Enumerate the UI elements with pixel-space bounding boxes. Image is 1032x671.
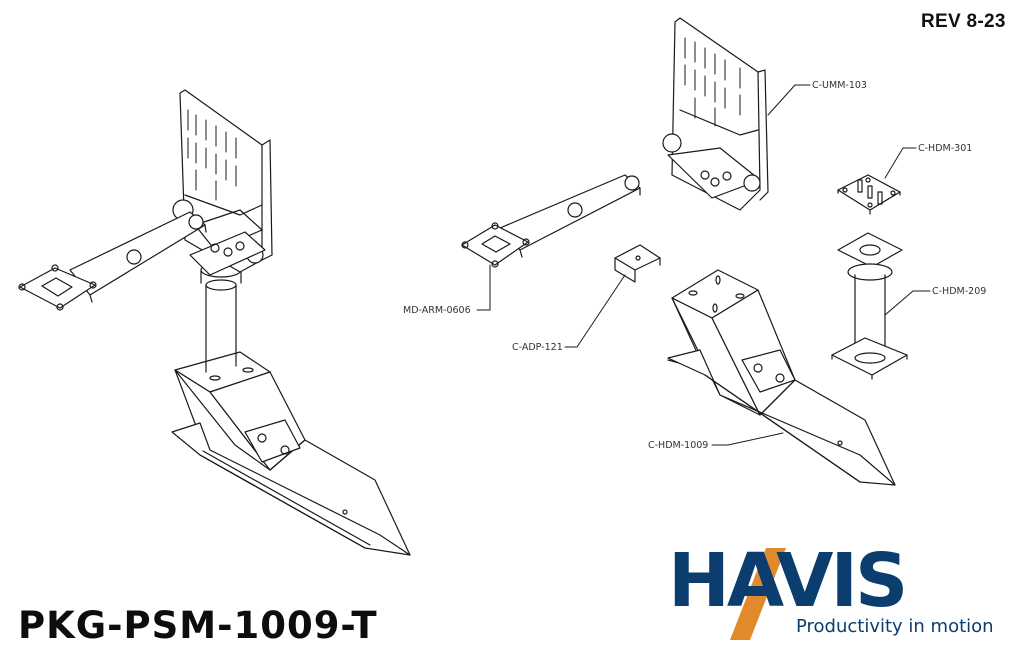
havis-logo: HAVIS Productivity in motion [668,544,998,643]
exploded-parts [462,18,930,485]
assembled-mount [19,90,410,555]
part-md-arm-0606 [462,175,640,267]
part-c-umm-103 [663,18,768,210]
revision-label: REV 8-23 [921,11,1006,32]
part-c-adp-121 [615,245,660,282]
assembled-base [172,352,410,555]
callout-c-hdm-301: C-HDM-301 [918,143,973,154]
callout-c-hdm-1009: C-HDM-1009 [648,440,709,451]
part-c-hdm-209 [832,233,907,379]
part-c-hdm-1009 [668,270,895,485]
callout-c-adp-121: C-ADP-121 [512,342,563,353]
logo-tagline: Productivity in motion [796,616,994,637]
part-c-hdm-301 [838,175,900,214]
callout-c-umm-103: C-UMM-103 [812,80,867,91]
callout-c-hdm-209: C-HDM-209 [932,286,987,297]
callout-md-arm-0606: MD-ARM-0606 [403,305,471,316]
part-number-title: PKG-PSM-1009-T [18,604,378,647]
callout-leaders [477,85,930,445]
assembled-arm [19,212,265,310]
logo-accent-stripe [730,548,786,640]
logo-wordmark: HAVIS [668,538,908,624]
